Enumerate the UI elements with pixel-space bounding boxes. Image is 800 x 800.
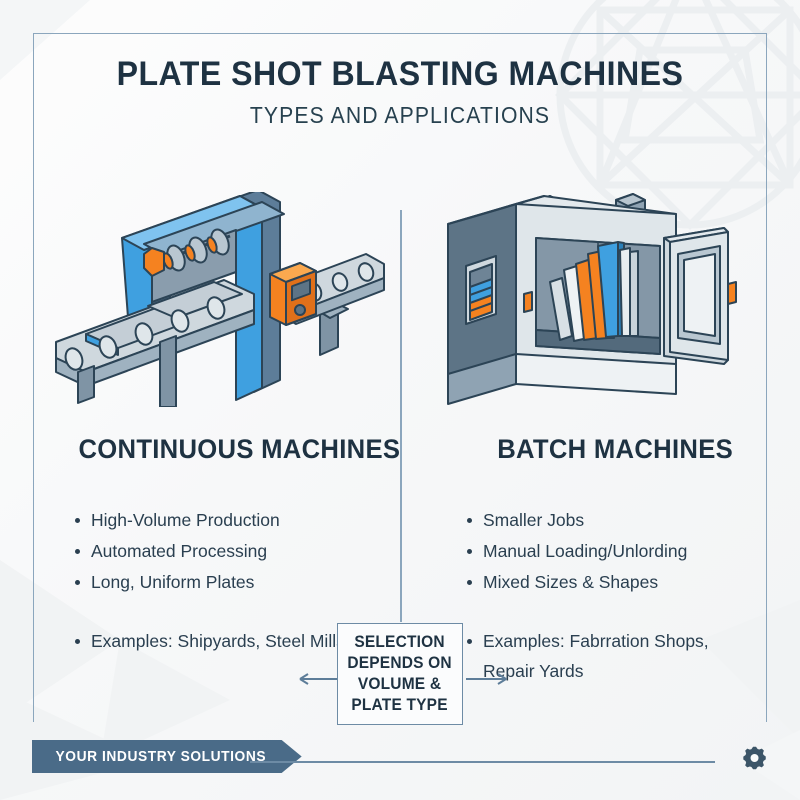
list-item: Long, Uniform Plates xyxy=(74,567,374,597)
selection-callout-box: SELECTION DEPENDS ON VOLUME & PLATE TYPE xyxy=(337,623,463,725)
list-item: Smaller Jobs xyxy=(466,505,746,535)
continuous-machines-bullet-list: High-Volume Production Automated Process… xyxy=(74,505,374,657)
callout-line-2: DEPENDS ON xyxy=(347,654,453,672)
footer-ribbon: YOUR INDUSTRY SOLUTIONS xyxy=(32,740,302,773)
page-subtitle: TYPES AND APPLICATIONS xyxy=(249,102,551,128)
list-item-examples: Examples: Shipyards, Steel Mills xyxy=(74,626,374,656)
continuous-machine-illustration xyxy=(55,192,385,407)
list-item: High-Volume Production xyxy=(74,505,374,535)
batch-machines-bullet-list: Smaller Jobs Manual Loading/Unlording Mi… xyxy=(466,505,746,687)
list-item: Manual Loading/Unlording xyxy=(466,536,746,566)
gear-icon xyxy=(743,746,766,770)
callout-line-1: SELECTION xyxy=(354,633,446,651)
callout-line-4: PLATE TYPE xyxy=(351,696,449,714)
footer-rule xyxy=(250,761,715,763)
selection-callout-text: SELECTION DEPENDS ON VOLUME & PLATE TYPE xyxy=(348,632,452,716)
column-divider xyxy=(400,210,402,622)
poster-header: PLATE SHOT BLASTING MACHINES TYPES AND A… xyxy=(0,55,800,129)
arrow-right-icon xyxy=(466,673,507,685)
footer-ribbon-label: YOUR INDUSTRY SOLUTIONS xyxy=(55,748,267,765)
list-item: Mixed Sizes & Shapes xyxy=(466,567,746,597)
column-heading-batch: BATCH MACHINES xyxy=(497,434,733,464)
batch-machine-illustration xyxy=(447,193,737,405)
list-item: Automated Processing xyxy=(74,536,374,566)
column-heading-continuous: CONTINUOUS MACHINES xyxy=(78,434,401,464)
page-title: PLATE SHOT BLASTING MACHINES xyxy=(116,55,684,93)
arrow-left-icon xyxy=(299,673,340,685)
callout-line-3: VOLUME & xyxy=(358,675,442,693)
list-item-examples: Examples: Fabrration Shops, Repair Yards xyxy=(466,626,746,686)
